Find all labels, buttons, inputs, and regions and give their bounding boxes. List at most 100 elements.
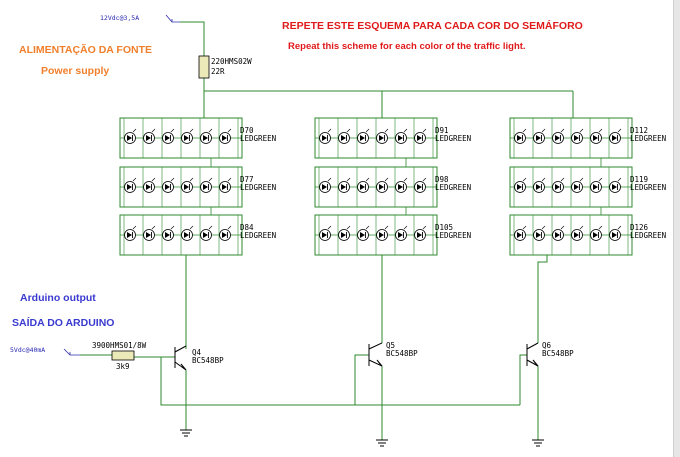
supply-port-flag [165,14,180,23]
led-ray-icon [227,225,232,230]
led-diode-icon [555,184,560,190]
supply-net-label: 12Vdc@3,5A [100,14,139,22]
led-diode-icon [536,232,541,238]
q4-part: BC548BP [192,356,224,365]
led-ray-icon [560,177,565,182]
led-diode-icon [222,135,227,141]
led-part-label: LEDGREEN [240,134,276,143]
led-part-label: LEDGREEN [435,183,471,192]
led-diode-icon [574,184,579,190]
ground-q6 [532,439,544,447]
led-ref-label: D70 [240,126,254,135]
led-diode-icon [222,184,227,190]
led-ray-icon [541,177,546,182]
led-diode-icon [146,232,151,238]
led-ray-icon [208,177,213,182]
led-diode-icon [184,232,189,238]
transistor-q6 [526,342,539,367]
repeat-title-pt: REPETE ESTE ESQUEMA PARA CADA COR DO SEM… [282,20,583,32]
resistor-base [111,350,135,361]
led-ref-label: D91 [435,126,449,135]
led-diode-icon [379,135,384,141]
led-diode-icon [398,135,403,141]
led-ray-icon [522,177,527,182]
led-ray-icon [403,177,408,182]
led-ray-icon [579,128,584,133]
led-diode-icon [517,184,522,190]
led-diode-icon [379,232,384,238]
led-banks: D70LEDGREEND77LEDGREEND84LEDGREEND91LEDG… [119,117,666,256]
led-diode-icon [127,184,132,190]
led-diode-icon [146,135,151,141]
led-ray-icon [579,225,584,230]
led-diode-icon [536,135,541,141]
led-ray-icon [422,177,427,182]
led-ray-icon [365,128,370,133]
led-ray-icon [170,177,175,182]
repeat-title-en: Repeat this scheme for each color of the… [288,41,526,52]
led-ray-icon [617,225,622,230]
ground-q4 [180,429,192,437]
led-ray-icon [384,128,389,133]
led-diode-icon [360,232,365,238]
led-part-label: LEDGREEN [240,231,276,240]
led-ray-icon [132,128,137,133]
led-diode-icon [184,184,189,190]
led-part-label: LEDGREEN [630,231,666,240]
led-ray-icon [346,128,351,133]
resistor-top-label: 220HMS02W [211,57,252,66]
led-diode-icon [341,135,346,141]
wire-collector-q6 [537,255,548,343]
led-ray-icon [617,177,622,182]
led-ray-icon [151,177,156,182]
resistor-base-label: 3900HMS01/8W [92,341,147,350]
power-title-en: Power supply [41,65,110,77]
led-ray-icon [170,225,175,230]
led-diode-icon [593,232,598,238]
led-ref-label: D105 [435,223,453,232]
led-ray-icon [560,128,565,133]
led-diode-icon [536,184,541,190]
led-diode-icon [360,184,365,190]
led-ray-icon [189,225,194,230]
led-ray-icon [560,225,565,230]
led-ray-icon [346,177,351,182]
led-diode-icon [517,232,522,238]
resistor-top-value: 22R [211,67,225,76]
led-diode-icon [379,184,384,190]
led-ray-icon [327,128,332,133]
transistor-q4 [174,345,187,371]
led-diode-icon [398,184,403,190]
led-ray-icon [598,225,603,230]
wire-q5-base [354,354,369,405]
resistor-base-value: 3k9 [116,362,130,371]
led-diode-icon [203,232,208,238]
led-diode-icon [612,184,617,190]
wire-base-bus [160,357,520,406]
led-ray-icon [151,128,156,133]
arduino-net-label: 5Vdc@40mA [10,346,45,354]
led-ref-label: D126 [630,223,649,232]
led-ray-icon [132,177,137,182]
led-ray-icon [208,128,213,133]
led-ray-icon [384,177,389,182]
led-part-label: LEDGREEN [435,231,471,240]
arduino-port-flag [63,348,80,356]
wire-supply-top [180,21,205,56]
led-diode-icon [417,135,422,141]
led-ray-icon [327,177,332,182]
led-ray-icon [208,225,213,230]
led-diode-icon [322,232,327,238]
led-diode-icon [574,232,579,238]
led-diode-icon [127,135,132,141]
led-ray-icon [403,225,408,230]
led-diode-icon [165,184,170,190]
led-ray-icon [403,128,408,133]
led-diode-icon [555,232,560,238]
